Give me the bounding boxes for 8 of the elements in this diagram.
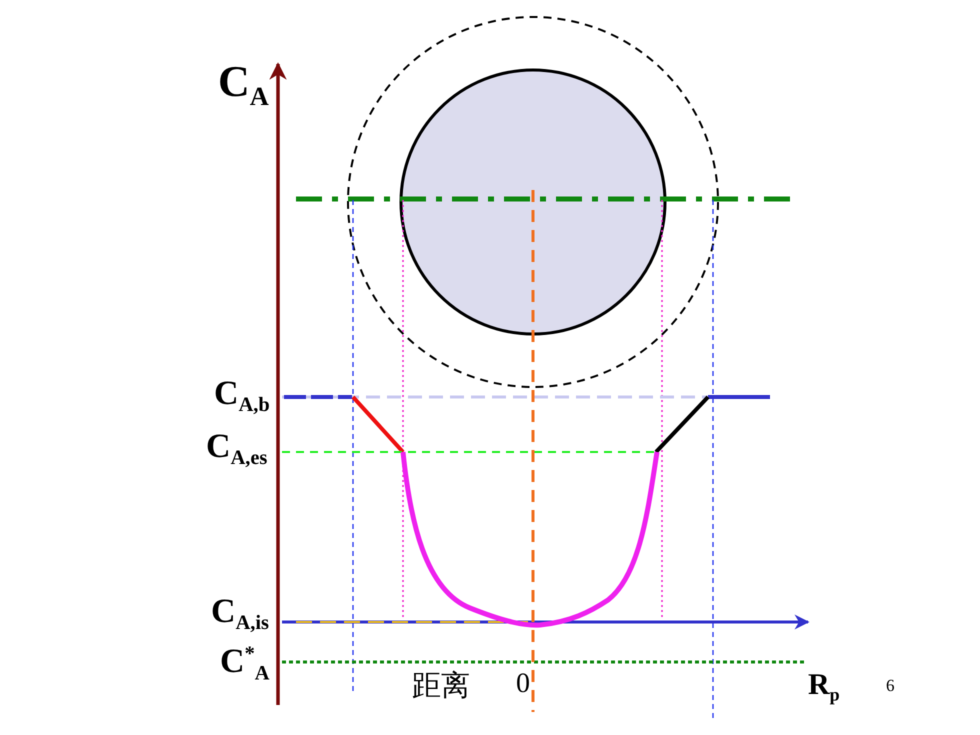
radius-label: R$_{p}$: [808, 670, 840, 704]
level-label: C$_{A,is}$: [211, 595, 269, 634]
origin-label: 0: [516, 670, 530, 698]
axis-label: 距离: [412, 672, 470, 701]
axis-label: C$_{A}$: [218, 60, 269, 110]
level-label: C$_{A,b}$: [214, 377, 270, 416]
page-number: 6: [886, 677, 894, 694]
level-label: C$_{A,es}$: [206, 430, 268, 469]
